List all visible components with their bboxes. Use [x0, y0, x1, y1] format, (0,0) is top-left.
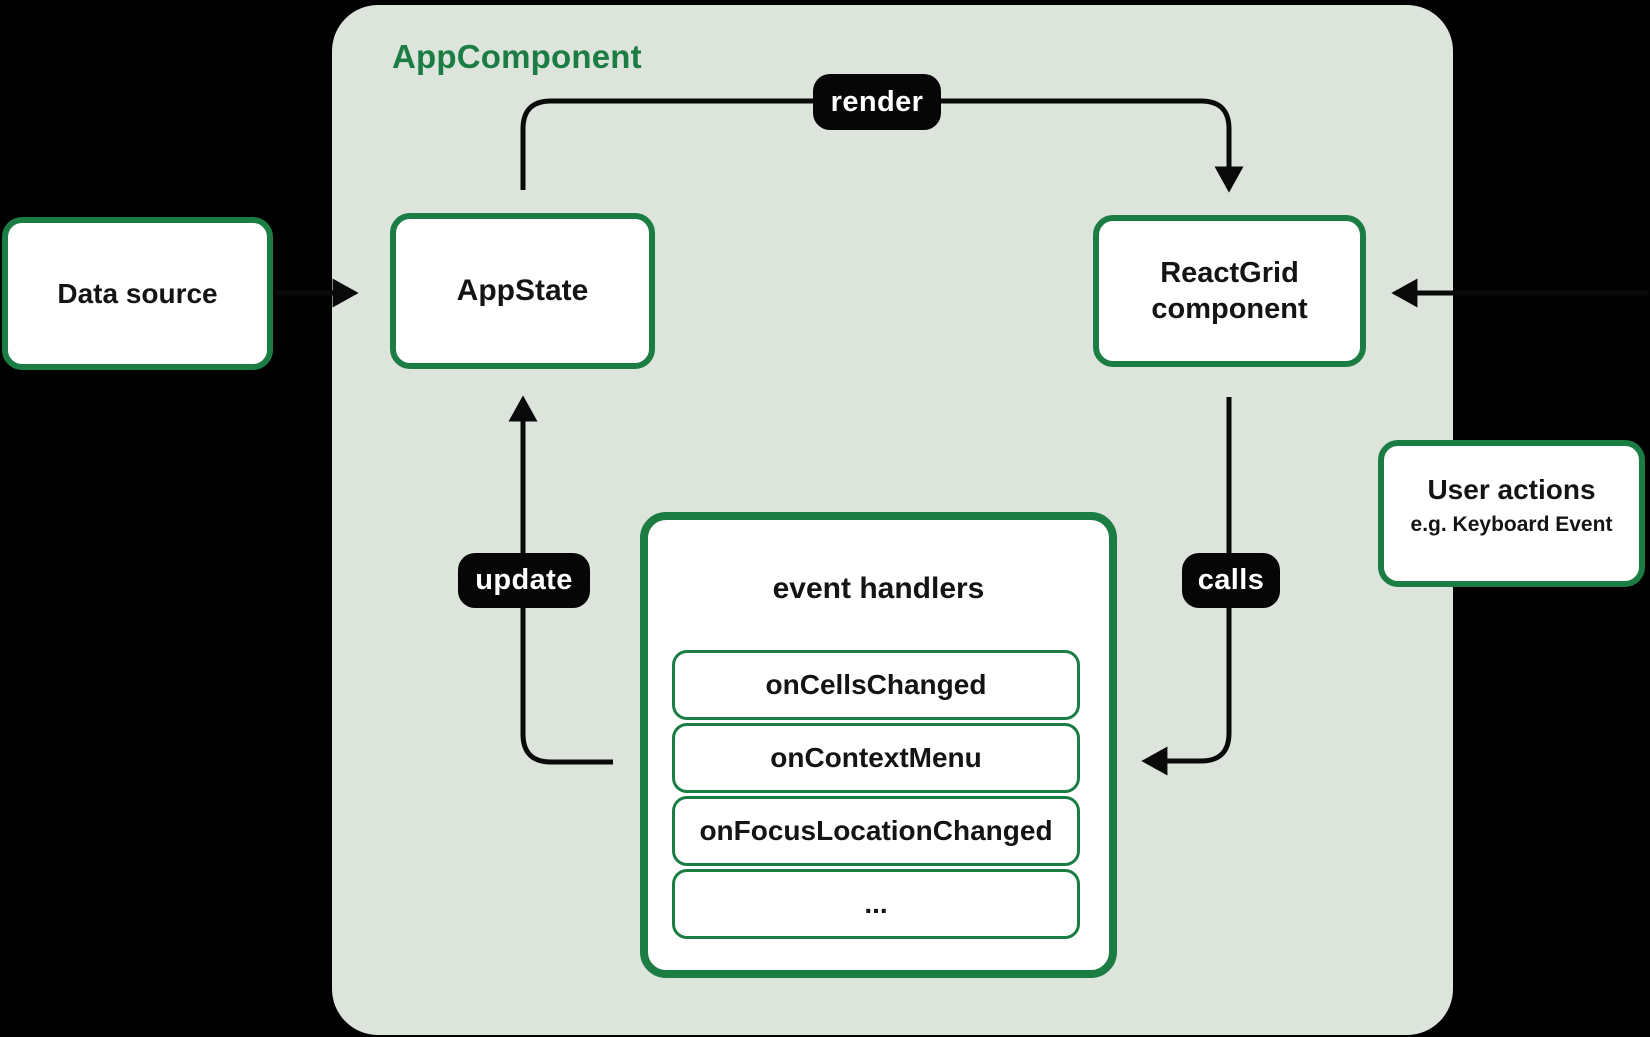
user-actions-subtitle: e.g. Keyboard Event [1410, 513, 1613, 536]
event-handler-item: ... [672, 869, 1080, 939]
user-actions-box: User actions e.g. Keyboard Event [1378, 440, 1645, 587]
update-edge-label: update [458, 553, 590, 608]
event-handler-item: onContextMenu [672, 723, 1080, 793]
event-handler-item-label: onFocusLocationChanged [699, 815, 1053, 846]
event-handler-item: onFocusLocationChanged [672, 796, 1080, 866]
event-handlers-box: event handlers onCellsChanged onContextM… [640, 512, 1117, 978]
event-handler-item-label: onCellsChanged [765, 669, 987, 700]
calls-edge-label: calls [1182, 553, 1280, 608]
event-handler-item-label: onContextMenu [770, 742, 982, 773]
user-actions-title: User actions [1427, 474, 1596, 505]
data-source-label: Data source [57, 278, 218, 309]
event-handlers-list: onCellsChanged onContextMenu onFocusLoca… [672, 650, 1080, 939]
react-grid-component-label: ReactGrid component [1151, 256, 1308, 325]
event-handlers-title: event handlers [772, 572, 985, 605]
event-handler-item: onCellsChanged [672, 650, 1080, 720]
react-grid-component-box: ReactGrid component [1093, 215, 1366, 367]
app-state-box: AppState [390, 213, 655, 369]
data-source-box: Data source [2, 217, 273, 370]
event-handler-item-label: ... [864, 888, 888, 919]
app-component-label: AppComponent [392, 38, 642, 75]
render-edge-label: render [813, 74, 941, 130]
app-state-label: AppState [456, 274, 589, 308]
